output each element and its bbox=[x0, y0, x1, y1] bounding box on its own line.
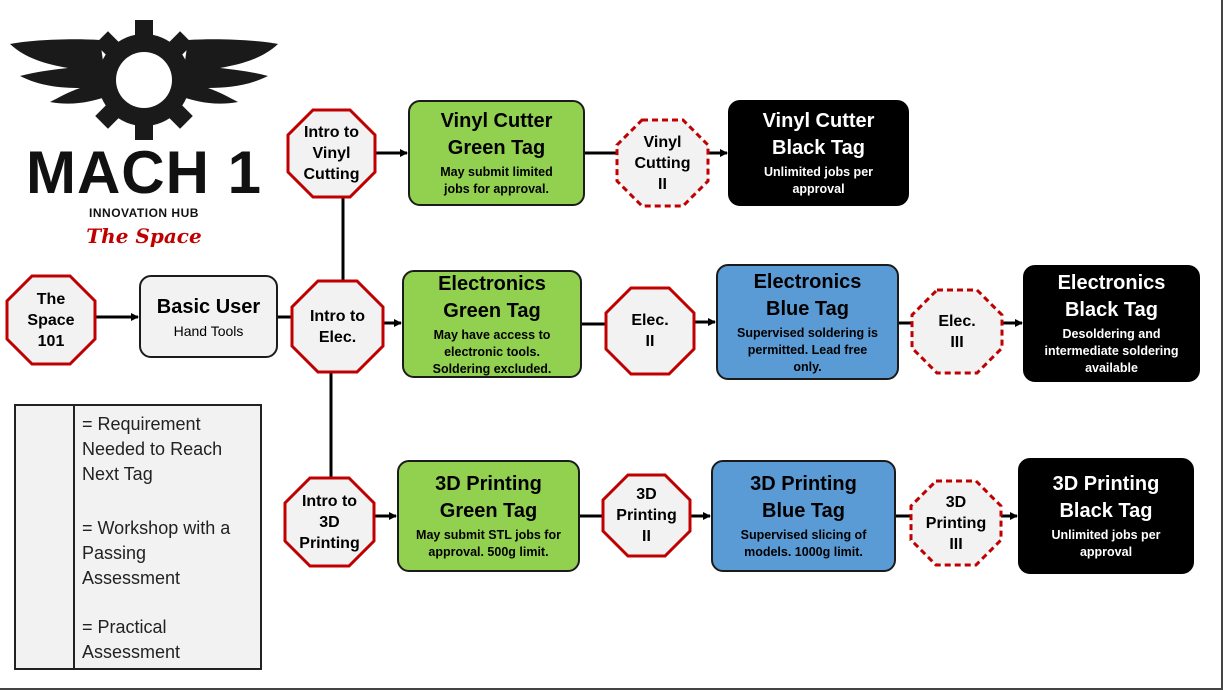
node-basic-user: Basic User Hand Tools bbox=[139, 275, 278, 358]
node-vinyl-green-tag: Vinyl Cutter Green Tag May submit limite… bbox=[408, 100, 585, 206]
elec-black-desc: Desoldering and intermediate soldering a… bbox=[1044, 327, 1179, 375]
node-vinyl-black-tag: Vinyl Cutter Black Tag Unlimited jobs pe… bbox=[728, 100, 909, 206]
octagon-intro-elec bbox=[290, 279, 385, 374]
octagon-intro-vinyl bbox=[286, 108, 377, 199]
octagon-print-2 bbox=[601, 473, 692, 558]
print-green-title: 3D Printing Green Tag bbox=[435, 473, 542, 522]
node-3d-printing-blue-tag: 3D Printing Blue Tag Supervised slicing … bbox=[711, 460, 896, 572]
legend-practical-text: = Practical Assessment bbox=[82, 617, 181, 662]
node-electronics-black-tag: Electronics Black Tag Desoldering and in… bbox=[1023, 265, 1200, 382]
vinyl-black-title: Vinyl Cutter Black Tag bbox=[762, 110, 875, 159]
node-elec-2: Elec. II bbox=[631, 312, 669, 350]
print-black-desc: Unlimited jobs per approval bbox=[1051, 528, 1161, 559]
elec-blue-title: Electronics Blue Tag bbox=[753, 270, 862, 320]
node-intro-vinyl: Intro to Vinyl Cutting bbox=[303, 124, 360, 183]
octagon-intro-3d bbox=[283, 476, 376, 568]
basic-user-title: Basic User bbox=[156, 295, 261, 318]
print-blue-title: 3D Printing Blue Tag bbox=[750, 473, 857, 522]
logo-subtitle: INNOVATION HUB bbox=[89, 206, 199, 220]
print-green-desc: May submit STL jobs for approval. 500g l… bbox=[416, 528, 561, 559]
logo-name: MACH 1 bbox=[25, 139, 262, 206]
node-print-3: 3D Printing III bbox=[925, 493, 987, 553]
octagon-vinyl-2 bbox=[615, 118, 710, 208]
node-3d-printing-green-tag: 3D Printing Green Tag May submit STL job… bbox=[397, 460, 580, 572]
node-print-2: 3D Printing II bbox=[616, 486, 677, 545]
legend: = Requirement Needed to Reach Next Tag =… bbox=[14, 404, 262, 670]
node-space101: The Space 101 bbox=[27, 290, 75, 350]
elec-blue-desc: Supervised soldering is permitted. Lead … bbox=[736, 325, 878, 374]
node-intro-elec: Intro to Elec. bbox=[309, 307, 366, 346]
node-elec-3: Elec. III bbox=[938, 312, 976, 351]
vinyl-green-title: Vinyl Cutter Green Tag bbox=[440, 110, 553, 159]
logo-tagline: The Space bbox=[86, 224, 202, 248]
node-3d-printing-black-tag: 3D Printing Black Tag Unlimited jobs per… bbox=[1018, 458, 1194, 574]
elec-green-desc: May have access to electronic tools. Sol… bbox=[432, 327, 552, 376]
octagon-print-3 bbox=[909, 479, 1003, 567]
print-black-title: 3D Printing Black Tag bbox=[1052, 473, 1160, 522]
octagon-elec-2 bbox=[604, 286, 696, 376]
node-electronics-green-tag: Electronics Green Tag May have access to… bbox=[402, 270, 582, 378]
vinyl-black-desc: Unlimited jobs per approval bbox=[763, 165, 874, 196]
node-electronics-blue-tag: Electronics Blue Tag Supervised solderin… bbox=[716, 264, 899, 380]
elec-green-title: Electronics Green Tag bbox=[438, 272, 546, 322]
basic-user-desc: Hand Tools bbox=[173, 322, 244, 339]
legend-requirement-text: = Requirement Needed to Reach Next Tag bbox=[82, 414, 223, 484]
legend-divider bbox=[73, 406, 75, 668]
elec-black-title: Electronics Black Tag bbox=[1057, 272, 1166, 321]
logo-graphic bbox=[10, 20, 278, 140]
octagon-space101 bbox=[5, 274, 97, 366]
octagon-elec-3 bbox=[910, 288, 1004, 375]
legend-workshop-text: = Workshop with a Passing Assessment bbox=[82, 518, 231, 588]
node-vinyl-cutting-2: Vinyl Cutting II bbox=[634, 133, 691, 193]
vinyl-green-desc: May submit limited jobs for approval. bbox=[440, 165, 553, 196]
node-intro-3d: Intro to 3D Printing bbox=[299, 492, 360, 552]
print-blue-desc: Supervised slicing of models. 1000g limi… bbox=[740, 528, 867, 559]
